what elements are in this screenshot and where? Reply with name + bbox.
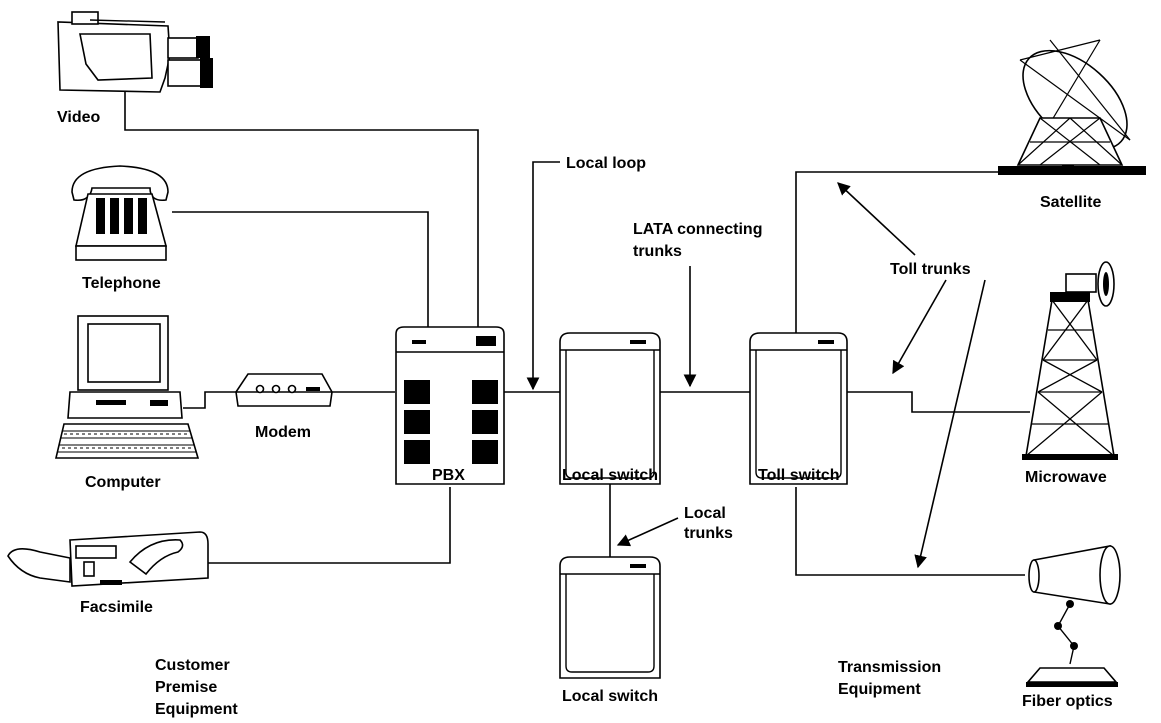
microwave-label: Microwave: [1025, 469, 1107, 486]
toll-to-satellite-line: [796, 172, 1000, 337]
customer-premise-label-line3: Equipment: [155, 701, 238, 718]
toll-to-fiber-line: [796, 487, 1025, 575]
fax-to-pbx-line: [208, 487, 450, 563]
satellite-label: Satellite: [1040, 194, 1101, 211]
local-trunks-arrow: [618, 518, 678, 545]
toll-trunks-arrow-fiber: [918, 280, 985, 567]
group-labels: Customer Premise Equipment Transmission …: [155, 657, 941, 718]
toll-switch-label: Toll switch: [758, 467, 839, 484]
local-switch-top-icon: [560, 333, 660, 484]
transmission-equipment-label-line1: Transmission: [838, 659, 941, 676]
local-switch-bottom-label: Local switch: [562, 688, 658, 705]
telephone-icon: [72, 166, 168, 260]
computer-label: Computer: [85, 474, 161, 491]
local-switch-top-label: Local switch: [562, 467, 658, 484]
microwave-tower-icon: [1022, 262, 1118, 460]
fiber-optics-icon: [1026, 546, 1120, 687]
fax-machine-icon: [8, 532, 208, 586]
toll-trunks-arrow-satellite: [838, 183, 915, 255]
facsimile-label: Facsimile: [80, 599, 153, 616]
satellite-dish-icon: [998, 32, 1146, 175]
computer-icon: [56, 316, 198, 458]
transmission-equipment-label-line2: Equipment: [838, 681, 921, 698]
video-to-pbx-line: [125, 92, 478, 327]
lata-trunks-label-line2: trunks: [633, 243, 682, 260]
fiber-optics-label: Fiber optics: [1022, 693, 1113, 710]
local-switch-bottom-icon: [560, 557, 660, 678]
computer-to-modem-line: [183, 392, 240, 408]
video-label: Video: [57, 109, 101, 126]
toll-trunks-arrow-microwave: [893, 280, 946, 373]
modem-label: Modem: [255, 424, 311, 441]
local-loop-arrow: [533, 162, 560, 389]
customer-premise-label-line2: Premise: [155, 679, 217, 696]
local-loop-label: Local loop: [566, 155, 646, 172]
telephone-to-pbx-line: [172, 212, 428, 327]
video-camera-icon: [58, 12, 213, 92]
customer-premise-label-line1: Customer: [155, 657, 230, 674]
modem-icon: [236, 374, 332, 406]
telephone-label: Telephone: [82, 275, 161, 292]
lata-trunks-label-line1: LATA connecting: [633, 221, 762, 238]
toll-trunks-label: Toll trunks: [890, 261, 971, 278]
pbx-label: PBX: [432, 467, 465, 484]
local-trunks-label-line2: trunks: [684, 525, 733, 542]
local-trunks-label-line1: Local: [684, 505, 726, 522]
toll-switch-icon: [750, 333, 847, 484]
toll-to-microwave-line: [847, 392, 1030, 412]
pbx-icon: [396, 327, 504, 484]
